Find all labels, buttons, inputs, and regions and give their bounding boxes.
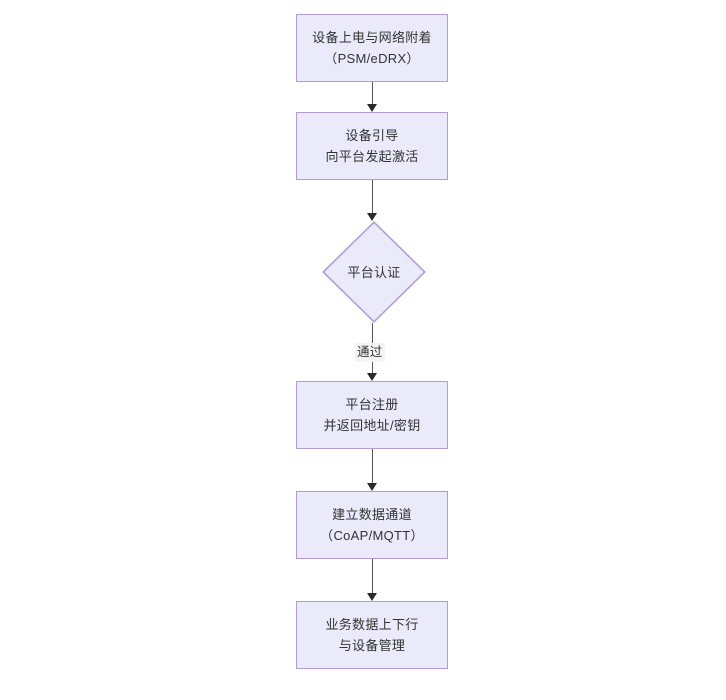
edge-line-n4-n5 — [371, 449, 373, 483]
node-label-line1: 平台认证 — [347, 264, 401, 280]
node-label-line1: 设备上电与网络附着 — [312, 30, 432, 45]
edge-arrow-n5-n6 — [367, 593, 377, 601]
node-business-data-and-device-management[interactable]: 业务数据上下行 与设备管理 — [296, 601, 448, 669]
node-establish-data-channel[interactable]: 建立数据通道 （CoAP/MQTT） — [296, 491, 448, 559]
diamond-shape — [322, 221, 426, 323]
edge-arrow-n1-n2 — [367, 104, 377, 112]
node-label-line2: 向平台发起激活 — [325, 149, 419, 164]
node-device-bootstrap[interactable]: 设备引导 向平台发起激活 — [296, 112, 448, 180]
node-label-line2: 并返回地址/密钥 — [323, 418, 421, 433]
edge-arrow-n4-n5 — [367, 483, 377, 491]
edge-arrow-n2-n3 — [367, 213, 377, 221]
edge-line-n1-n2 — [371, 82, 373, 104]
node-platform-authentication[interactable]: 平台认证 — [322, 221, 426, 323]
node-label-line1: 业务数据上下行 — [325, 617, 419, 632]
edge-arrow-n3-n4 — [367, 373, 377, 381]
node-label-line1: 平台注册 — [345, 397, 399, 412]
node-label-line2: （PSM/eDRX） — [324, 51, 420, 66]
node-label-line2: （CoAP/MQTT） — [320, 528, 424, 543]
node-device-power-on[interactable]: 设备上电与网络附着 （PSM/eDRX） — [296, 14, 448, 82]
node-label-line1: 建立数据通道 — [332, 507, 412, 522]
edge-line-n5-n6 — [371, 559, 373, 593]
node-platform-registration[interactable]: 平台注册 并返回地址/密钥 — [296, 381, 448, 449]
edge-line-n2-n3 — [371, 180, 373, 213]
node-label-line2: 与设备管理 — [338, 638, 406, 653]
edge-label-pass: 通过 — [355, 343, 385, 362]
node-label-line1: 设备引导 — [345, 128, 399, 143]
